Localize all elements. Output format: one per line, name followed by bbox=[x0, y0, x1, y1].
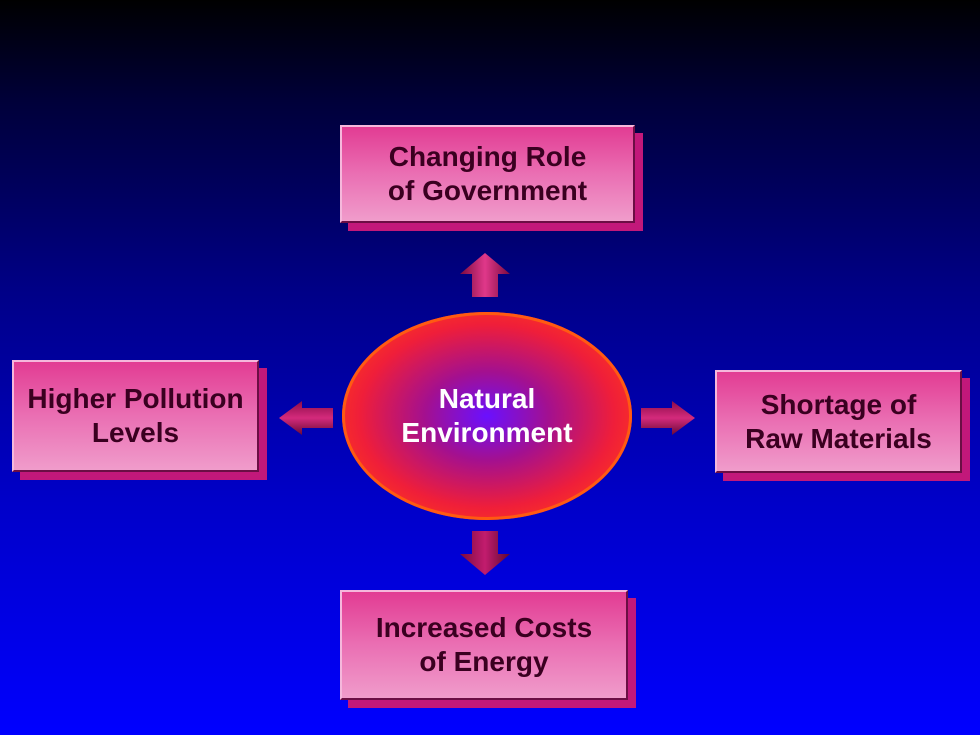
arrow-up-icon bbox=[460, 253, 510, 297]
center-line1: Natural bbox=[438, 383, 536, 414]
arrow-down-icon bbox=[460, 531, 510, 575]
box-left-line2: Levels bbox=[91, 417, 180, 448]
center-ellipse-natural-environment: Natural Environment bbox=[342, 312, 632, 520]
box-right-line1: Shortage of bbox=[760, 388, 917, 420]
box-left-line1: Higher Pollution bbox=[27, 383, 244, 414]
center-line2: Environment bbox=[401, 417, 573, 448]
box-bottom-line1: Increased Costs bbox=[375, 612, 593, 643]
box-top-line1: Changing Role bbox=[388, 141, 587, 172]
box-changing-role-of-government: Changing Role of Government bbox=[340, 125, 635, 223]
box-right-line2: Raw Materials bbox=[745, 422, 932, 454]
box-top-line2: of Government bbox=[387, 175, 588, 206]
arrow-right-icon bbox=[641, 401, 695, 435]
box-bottom-line2: of Energy bbox=[419, 646, 549, 677]
box-increased-costs-of-energy: Increased Costs of Energy bbox=[340, 590, 628, 700]
box-shortage-of-raw-materials: Shortage of Raw Materials bbox=[715, 370, 962, 473]
arrow-left-icon bbox=[279, 401, 333, 435]
box-higher-pollution-levels: Higher Pollution Levels bbox=[12, 360, 259, 472]
